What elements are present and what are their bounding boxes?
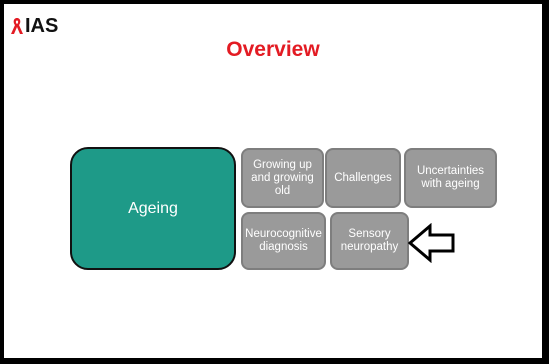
challenges-label: Challenges <box>334 171 392 184</box>
sensory-neuropathy-box: Sensory neuropathy <box>330 212 409 270</box>
challenges-box: Challenges <box>325 148 401 208</box>
sensory-neuropathy-label: Sensory neuropathy <box>340 228 399 253</box>
left-arrow-icon <box>408 223 455 263</box>
ias-logo: IAS <box>10 16 58 36</box>
growing-up-label: Growing up and growing old <box>251 158 314 197</box>
uncertainties-box: Uncertainties with ageing <box>404 148 497 208</box>
neurocognitive-box: Neurocognitive diagnosis <box>241 212 326 270</box>
ribbon-icon <box>11 18 23 34</box>
slide: IAS Overview Ageing Growing up and growi… <box>4 4 542 358</box>
ageing-label: Ageing <box>128 199 178 217</box>
neurocognitive-label: Neurocognitive diagnosis <box>245 228 322 253</box>
growing-up-box: Growing up and growing old <box>241 148 324 208</box>
ageing-box: Ageing <box>70 147 236 270</box>
slide-title: Overview <box>226 38 320 61</box>
uncertainties-label: Uncertainties with ageing <box>416 165 485 190</box>
logo-text: IAS <box>25 15 59 37</box>
